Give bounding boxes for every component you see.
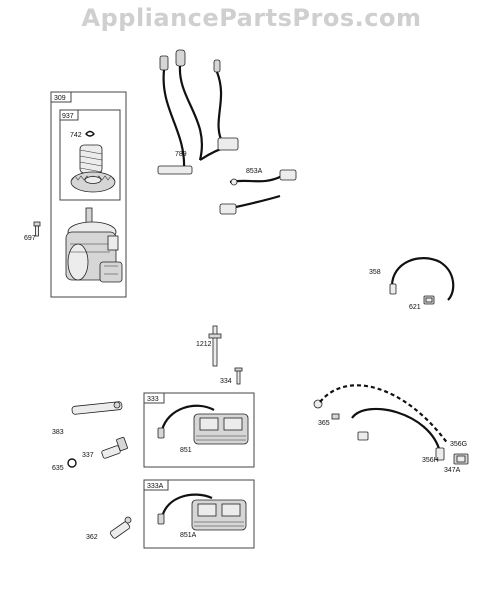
clip-742 (85, 130, 95, 137)
wire-358: 358 621 (369, 257, 455, 311)
pin-334: 334 (220, 367, 243, 385)
starter-drive-gear (70, 144, 116, 193)
label-742: 742 (70, 132, 82, 139)
label-851: 851 (180, 447, 192, 454)
ring-635: 635 (52, 458, 77, 472)
ignition-armature-333 (193, 413, 249, 445)
label-383: 383 (52, 429, 64, 436)
label-853A: 853A (246, 168, 263, 175)
label-356G: 356G (450, 441, 467, 448)
label-851A: 851A (180, 532, 197, 539)
label-365: 365 (318, 420, 330, 427)
box-309 (50, 91, 127, 298)
ignition-group-333: 333 851 (143, 392, 255, 468)
label-621: 621 (409, 304, 421, 311)
watermark: AppliancePartsPros.com (81, 4, 422, 32)
part-383: 383 (52, 401, 123, 436)
label-697: 697 (24, 235, 36, 242)
connector-347A (453, 453, 469, 465)
label-347A: 347A (444, 467, 461, 474)
label-337: 337 (82, 452, 94, 459)
starter-motor (65, 207, 123, 283)
label-356H: 356H (422, 457, 439, 464)
ignition-group-333A: 333A 851A (143, 479, 255, 549)
stud-1212: 1212 (196, 325, 222, 367)
bolt-697 (33, 221, 41, 237)
label-362: 362 (86, 534, 98, 541)
box-333A-label: 333A (147, 483, 164, 490)
box-309-label: 309 (54, 95, 66, 102)
label-1212: 1212 (196, 341, 212, 348)
label-334: 334 (220, 378, 232, 385)
box-333-label: 333 (147, 396, 159, 403)
label-635: 635 (52, 465, 64, 472)
wire-harness-789: 789 (157, 49, 239, 175)
wire-853A: 853A (219, 168, 297, 215)
box-333 (143, 392, 255, 468)
terminal-362: 362 (86, 516, 132, 541)
label-789: 789 (175, 151, 187, 158)
wire-set-356: 365 356G 356H 347A (313, 384, 469, 474)
ignition-armature-333A (191, 499, 247, 531)
clip-621 (423, 295, 435, 305)
box-333A (143, 479, 255, 549)
box-937 (59, 109, 121, 201)
starter-motor-group: 309 937 742 697 (24, 91, 127, 298)
label-358: 358 (369, 269, 381, 276)
box-937-label: 937 (62, 113, 74, 120)
spark-plug-337: 337 (82, 436, 128, 459)
